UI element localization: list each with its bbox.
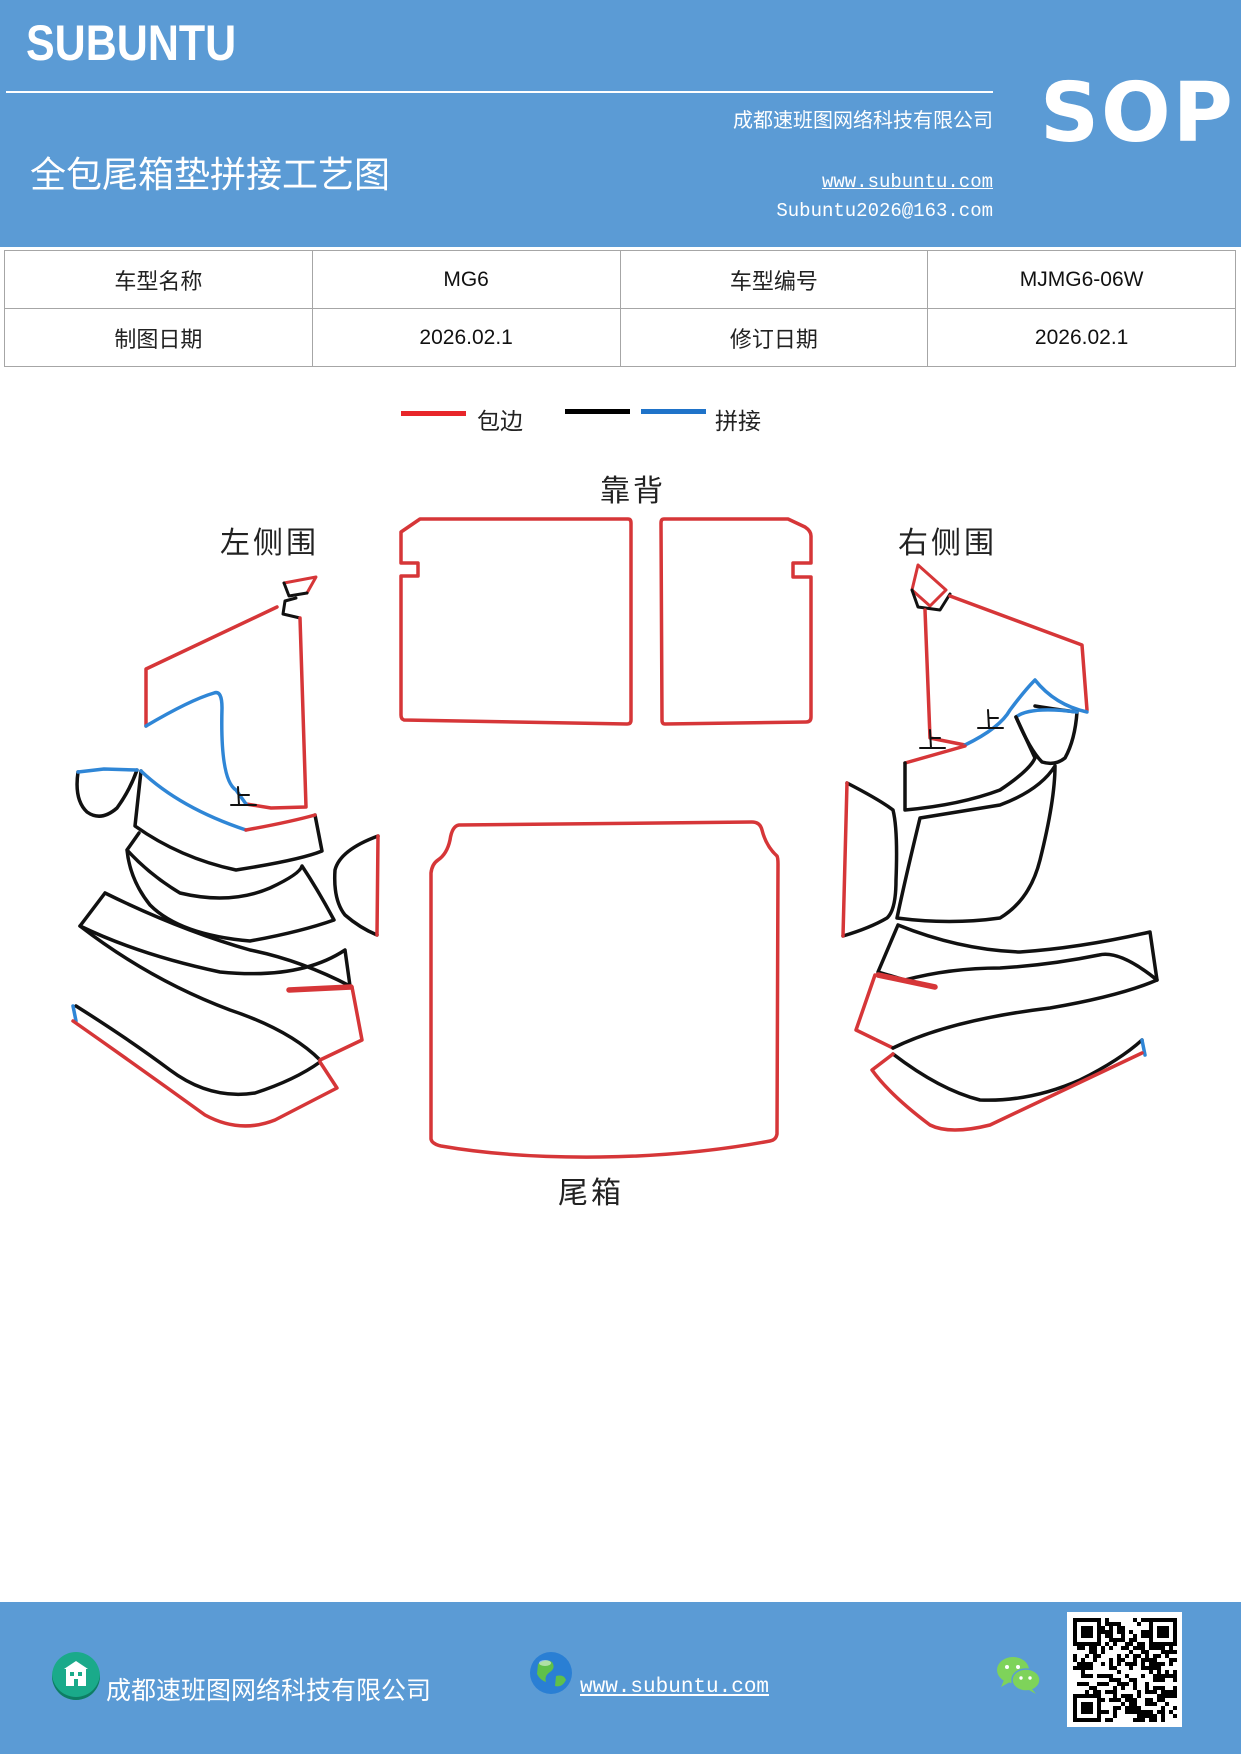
- left-side-group: [71, 575, 380, 1128]
- trunk-label: 尾箱: [558, 1176, 624, 1211]
- wechat-icon[interactable]: [996, 1654, 1042, 1696]
- backrest-label: 靠背: [600, 474, 666, 509]
- model-name-value: MG6: [311, 250, 621, 309]
- table-row: 制图日期 2026.02.1 修订日期 2026.02.1: [4, 308, 1236, 367]
- drawing-date-label: 制图日期: [4, 308, 313, 367]
- left-side-label: 左侧围: [220, 526, 319, 561]
- left-blob-piece: [75, 768, 139, 818]
- header-email: Subuntu2026@163.com: [776, 200, 993, 222]
- right-side-group: [841, 563, 1159, 1132]
- model-code-value: MJMG6-06W: [927, 250, 1236, 309]
- trunk-floor-panel: [429, 820, 780, 1159]
- right-band-1: [876, 923, 1159, 982]
- footer-company: 成都速班图网络科技有限公司: [106, 1676, 432, 1705]
- vehicle-info-table: 车型名称 MG6 车型编号 MJMG6-06W 制图日期 2026.02.1 修…: [4, 250, 1236, 367]
- footer-website-link[interactable]: www.subuntu.com: [580, 1676, 770, 1699]
- splicing-diagram: [71, 517, 1159, 1159]
- header-banner: SUBUNTU 成都速班图网络科技有限公司 全包尾箱垫拼接工艺图 www.sub…: [0, 0, 1241, 247]
- building-icon: [52, 1652, 100, 1700]
- qr-code: [1067, 1612, 1182, 1727]
- right-wedge-piece: [841, 781, 899, 938]
- document-title: 全包尾箱垫拼接工艺图: [30, 155, 391, 196]
- right-side-label: 右侧围: [898, 526, 997, 561]
- brand-logo: SUBUNTU: [26, 15, 237, 71]
- left-top-tab: [282, 575, 318, 595]
- model-code-label: 车型编号: [619, 250, 929, 309]
- backrest-left-panel: [399, 517, 633, 726]
- sop-badge: SOP: [1040, 66, 1235, 161]
- left-upper-piece: [144, 605, 279, 728]
- table-row: 车型名称 MG6 车型编号 MJMG6-06W: [4, 250, 1236, 309]
- left-band-2: [125, 831, 336, 943]
- legend-black-swatch: [565, 409, 630, 414]
- right-middle-piece: [895, 764, 1057, 924]
- right-upper-piece: [948, 594, 1089, 712]
- left-band-3: [78, 891, 352, 988]
- model-name-label: 车型名称: [4, 250, 313, 309]
- header-company: 成都速班图网络科技有限公司: [733, 108, 993, 132]
- left-wedge-piece: [332, 834, 380, 937]
- header-divider: [6, 91, 993, 93]
- footer-banner: 成都速班图网络科技有限公司 www.subuntu.com: [0, 1602, 1241, 1754]
- qr-code-pattern: [1073, 1618, 1177, 1722]
- legend-edging-label: 包边: [477, 409, 523, 435]
- revision-date-value: 2026.02.1: [927, 308, 1236, 367]
- legend-splice-label: 拼接: [715, 409, 761, 435]
- header-website-link[interactable]: www.subuntu.com: [821, 171, 993, 193]
- left-bottom-piece: [74, 1004, 322, 1097]
- revision-date-label: 修订日期: [619, 308, 929, 367]
- legend-splice-swatch: [641, 409, 706, 414]
- drawing-date-value: 2026.02.1: [311, 308, 621, 367]
- backrest-right-panel: [659, 517, 813, 726]
- globe-icon: [528, 1650, 574, 1696]
- legend-edging-swatch: [401, 411, 466, 416]
- right-bottom-piece: [891, 1038, 1144, 1102]
